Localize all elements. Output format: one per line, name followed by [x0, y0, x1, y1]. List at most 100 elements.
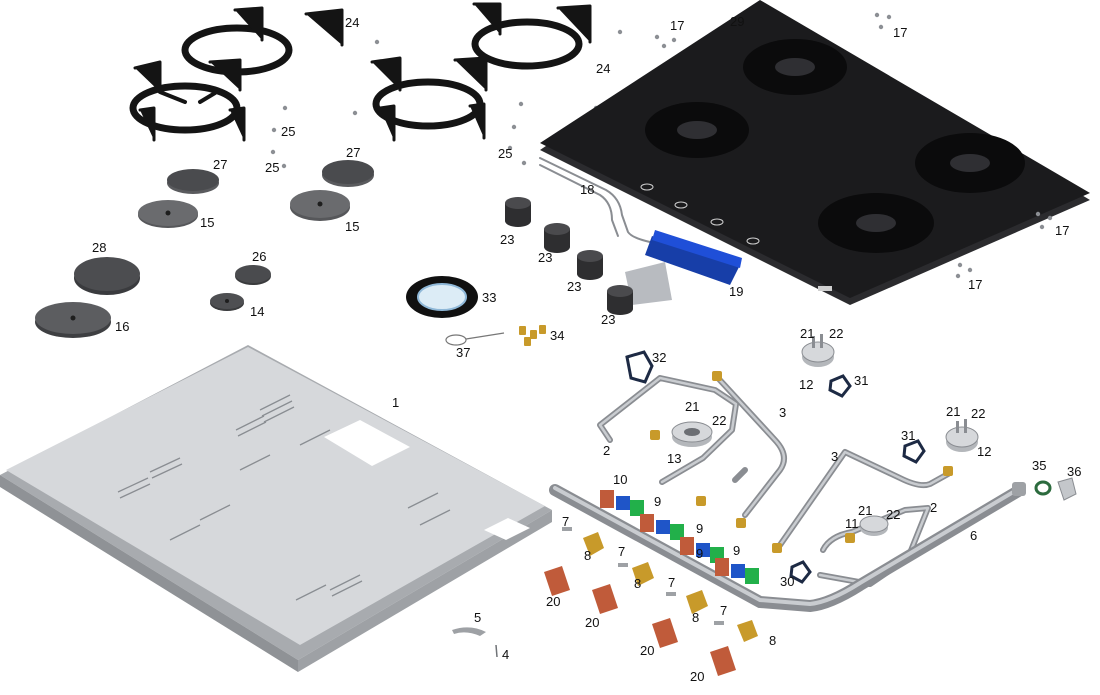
burner-head-16-large	[35, 302, 111, 338]
callout-12-right: 12	[977, 444, 991, 459]
callout-2-right: 2	[930, 500, 937, 515]
callout-8-a: 8	[584, 548, 591, 563]
burner-cap-27-left	[167, 169, 219, 194]
callout-7-c: 7	[668, 575, 675, 590]
callout-32: 32	[652, 350, 666, 365]
callout-9-b: 9	[696, 521, 703, 536]
control-knob-4	[607, 285, 633, 315]
callout-labels: 1 2 2 3 3 4 5 6 7 7 7 7 8 8 8 8 9 9 9 9 …	[92, 14, 1081, 684]
burner-cap-28-large	[74, 257, 140, 295]
callout-17-a: 17	[670, 18, 684, 33]
callout-37: 37	[456, 345, 470, 360]
burner-body-12-right	[945, 419, 979, 452]
burner-cap-26-small	[235, 265, 271, 285]
callout-4: 4	[502, 647, 509, 662]
callout-30: 30	[780, 574, 794, 589]
callout-17-b: 17	[893, 25, 907, 40]
callout-26: 26	[252, 249, 266, 264]
gaskets	[625, 350, 926, 584]
callout-17-c: 17	[1055, 223, 1069, 238]
callout-34: 34	[550, 328, 564, 343]
callout-22-d: 22	[886, 507, 900, 522]
callout-25-b: 25	[265, 160, 279, 175]
gas-manifold-rail	[549, 482, 1026, 613]
burner-body-13	[671, 421, 713, 447]
callout-2-left: 2	[603, 443, 610, 458]
callout-15-right: 15	[345, 219, 359, 234]
callout-7-a: 7	[562, 514, 569, 529]
callout-9-c: 9	[696, 546, 703, 561]
mounting-brackets	[583, 532, 758, 642]
callout-23-c: 23	[567, 279, 581, 294]
callout-20-c: 20	[640, 643, 654, 658]
callout-12-top: 12	[799, 377, 813, 392]
o-ring	[1034, 480, 1052, 496]
glass-hob-top	[540, 0, 1090, 305]
callout-13: 13	[667, 451, 681, 466]
callout-21-d: 21	[858, 503, 872, 518]
control-knob-1	[505, 197, 531, 227]
callout-20-a: 20	[546, 594, 560, 609]
callout-15-left: 15	[200, 215, 214, 230]
callout-3-lower: 3	[831, 449, 838, 464]
callout-6: 6	[970, 528, 977, 543]
callout-22-b: 22	[712, 413, 726, 428]
callout-18: 18	[580, 182, 594, 197]
burner-body-12-top	[801, 334, 835, 367]
callout-3-upper: 3	[779, 405, 786, 420]
wire-clip	[452, 627, 486, 636]
seal-ring	[406, 276, 478, 318]
callout-25-a: 25	[281, 124, 295, 139]
elbow-connector	[1057, 477, 1077, 501]
pan-support-grate-left	[129, 6, 344, 142]
burner-head-15-right	[290, 190, 350, 221]
callout-8-c: 8	[692, 610, 699, 625]
burner-head-14-small	[210, 293, 244, 311]
callout-5: 5	[474, 610, 481, 625]
callout-9-a: 9	[654, 494, 661, 509]
callout-27-left: 27	[213, 157, 227, 172]
gas-valve-2	[640, 514, 684, 540]
callout-17-d: 17	[968, 277, 982, 292]
base-tray	[0, 345, 552, 672]
callout-23-b: 23	[538, 250, 552, 265]
callout-8-d: 8	[769, 633, 776, 648]
callout-21-b: 21	[685, 399, 699, 414]
callout-31-top: 31	[854, 373, 868, 388]
callout-11: 11	[845, 516, 859, 531]
callout-10: 10	[613, 472, 627, 487]
callout-7-d: 7	[720, 603, 727, 618]
callout-23-d: 23	[601, 312, 615, 327]
thermocouple-clips	[544, 566, 736, 676]
burner-head-15-left	[138, 200, 198, 228]
callout-7-b: 7	[618, 544, 625, 559]
gas-tubes	[597, 375, 951, 587]
callout-21-a: 21	[800, 326, 814, 341]
service-tool	[445, 332, 505, 346]
callout-22-c: 22	[971, 406, 985, 421]
callout-36: 36	[1067, 464, 1081, 479]
callout-9-d: 9	[733, 543, 740, 558]
gas-valve-3	[680, 537, 724, 563]
callout-22-a: 22	[829, 326, 843, 341]
control-knob-2	[544, 223, 570, 253]
callout-8-b: 8	[634, 576, 641, 591]
callout-20-b: 20	[585, 615, 599, 630]
burner-body-11	[859, 515, 889, 536]
igniter-wire-harness	[539, 157, 651, 243]
callout-1: 1	[392, 395, 399, 410]
callout-27-right: 27	[346, 145, 360, 160]
callout-24-right: 24	[596, 61, 610, 76]
callout-28: 28	[92, 240, 106, 255]
control-knob-3	[577, 250, 603, 280]
callout-31-right: 31	[901, 428, 915, 443]
tube-fittings	[650, 371, 953, 553]
callout-14: 14	[250, 304, 264, 319]
callout-19: 19	[729, 284, 743, 299]
valve-screws	[562, 527, 724, 625]
gas-valve-4	[715, 558, 759, 584]
burner-cap-27-right	[322, 160, 374, 187]
callout-25-c: 25	[498, 146, 512, 161]
callout-24-left: 24	[345, 15, 359, 30]
